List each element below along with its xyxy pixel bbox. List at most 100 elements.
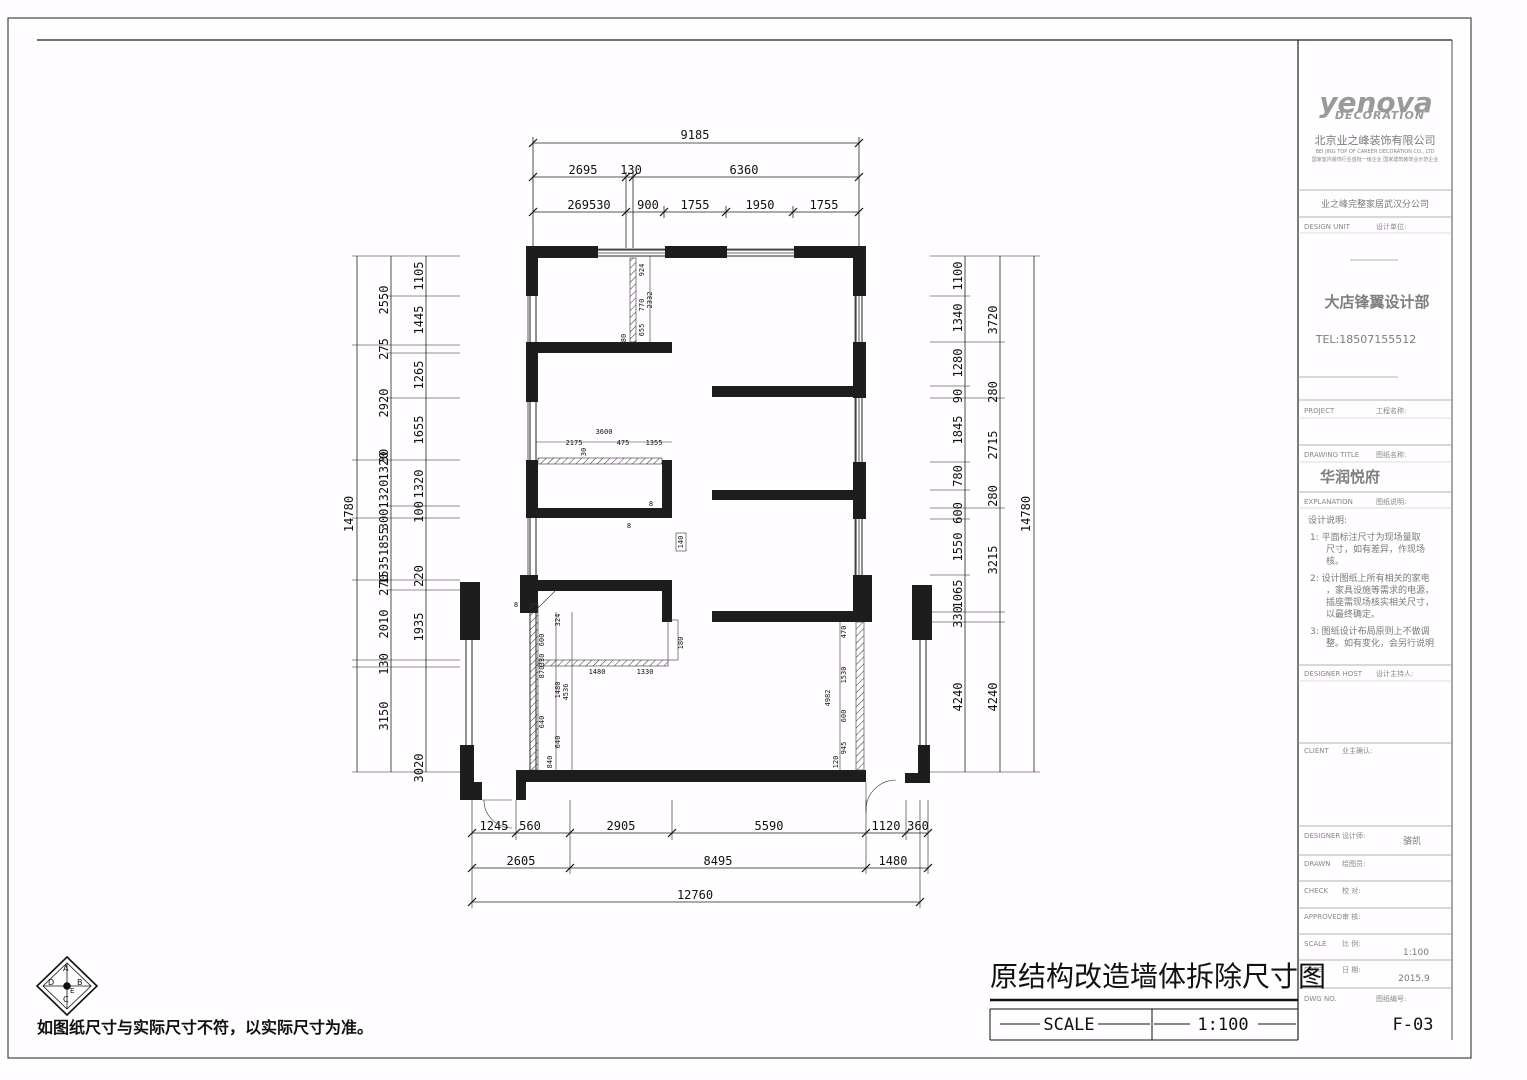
small-dim: 600 bbox=[538, 634, 546, 647]
compass-letter: C bbox=[63, 995, 69, 1004]
note-line: ，家具设施等需求的电源， bbox=[1326, 584, 1434, 596]
small-dim: 924 bbox=[638, 264, 646, 277]
dim-bottom-r2: 1480 bbox=[879, 854, 908, 868]
drawing-number: F-03 bbox=[1393, 1015, 1434, 1035]
note-line: 以最终确定。 bbox=[1326, 608, 1380, 620]
small-dim: 1355 bbox=[646, 439, 663, 447]
client-cn: 业主确认: bbox=[1342, 746, 1372, 755]
dim-right-inner: 1550 bbox=[951, 533, 965, 562]
small-dim: 30 bbox=[580, 448, 588, 456]
bottom-dimensions: 1245 560 2905 5590 1120 360 2605 8495 14… bbox=[480, 819, 929, 902]
dim-right-inner: 1845 bbox=[951, 416, 965, 445]
designer-name: 骆凯 bbox=[1403, 835, 1421, 847]
design-dept: 大店锋翼设计部 bbox=[1324, 293, 1429, 311]
client-label: CLIENT bbox=[1304, 747, 1330, 755]
company-name-en: BEI JING TOP OF CAREER DECORATION CO., L… bbox=[1315, 149, 1434, 155]
compass-letter: A bbox=[63, 964, 69, 973]
dim-right-inner: 1065 bbox=[951, 580, 965, 609]
check-cn: 校 对: bbox=[1342, 886, 1361, 895]
explanation-label: EXPLANATION bbox=[1304, 498, 1353, 506]
left-dimensions: 14780 2550 275 2920 1320 3001320 1535185… bbox=[342, 262, 426, 783]
small-dim: 180 bbox=[677, 637, 685, 650]
dim-left-inner: 220 bbox=[412, 565, 426, 587]
small-dim: 870 bbox=[538, 666, 546, 679]
note-line: 3: 图纸设计布局原则上不做调 bbox=[1310, 625, 1430, 637]
dim-right-inner: 90 bbox=[951, 389, 965, 403]
small-dim: 640 bbox=[538, 716, 546, 729]
designer-label: DESIGNER bbox=[1304, 832, 1340, 840]
dim-left-outer: 3150 bbox=[377, 702, 391, 731]
design-unit-cn: 设计单位: bbox=[1376, 222, 1406, 231]
dim-top-r2-c: 1755 bbox=[681, 198, 710, 212]
dim-right-total: 14780 bbox=[1019, 496, 1033, 532]
small-dim: 4536 bbox=[562, 684, 570, 701]
small-dim: 1330 bbox=[637, 668, 654, 676]
dim-bottom-r1: 1245 bbox=[480, 819, 509, 833]
dim-left-total: 14780 bbox=[342, 496, 356, 532]
dim-left-outer: 2920 bbox=[377, 389, 391, 418]
dim-top-r2-e: 1755 bbox=[810, 198, 839, 212]
dim-left-inner: 1655 bbox=[412, 416, 426, 445]
compass-letter: B bbox=[77, 978, 83, 987]
dim-right-outer: 3215 bbox=[986, 546, 1000, 575]
approved-cn: 审 核: bbox=[1342, 912, 1361, 921]
small-dim: 120 bbox=[832, 756, 840, 769]
dim-right-inner: 330 bbox=[951, 606, 965, 628]
dim-left-inner: 1445 bbox=[412, 306, 426, 335]
small-dim: 330 bbox=[538, 654, 546, 667]
drawing-no-cn: 图纸编号: bbox=[1376, 994, 1406, 1003]
dim-left-inner: 1320 bbox=[412, 470, 426, 499]
dim-left-inner: 1935 bbox=[412, 613, 426, 642]
small-dim: 80 bbox=[620, 334, 628, 342]
dim-left-outer: 130 bbox=[377, 653, 391, 675]
small-dim: 470 bbox=[840, 626, 848, 639]
small-dim: 8 bbox=[514, 601, 518, 609]
title-block: yenova DECORATION 北京业之峰装饰有限公司 BEI JING T… bbox=[1298, 86, 1452, 1035]
dim-right-inner: 1280 bbox=[951, 349, 965, 378]
compass-icon bbox=[35, 955, 99, 1017]
small-dim: 945 bbox=[840, 742, 848, 755]
dim-top-r2-a: 269530 bbox=[567, 198, 610, 212]
date-cn: 日 期: bbox=[1342, 966, 1361, 974]
dim-top-r2-d: 1950 bbox=[746, 198, 775, 212]
dim-right-outer: 280 bbox=[986, 485, 1000, 507]
dim-top-total: 9185 bbox=[681, 128, 710, 142]
dim-left-inner: 1105 bbox=[412, 262, 426, 291]
dim-bottom-total: 12760 bbox=[677, 888, 713, 902]
drawn-label: DRAWN bbox=[1304, 860, 1331, 868]
footer-scale-label: SCALE bbox=[1043, 1015, 1094, 1035]
dim-right-inner: 600 bbox=[951, 502, 965, 524]
scale-label: SCALE bbox=[1304, 940, 1326, 948]
note-line: 1: 平面标注尺寸为现场量取 bbox=[1310, 531, 1421, 543]
dim-left-inner: 30 bbox=[377, 449, 391, 463]
footer: 原结构改造墙体拆除尺寸图 SCALE 1:100 如图纸尺寸与实际尺寸不符，以实… bbox=[35, 955, 1326, 1041]
dim-left-inner: 1265 bbox=[412, 361, 426, 390]
small-dim: 600 bbox=[840, 710, 848, 723]
approved-label: APPROVED bbox=[1304, 913, 1342, 921]
drawing-title-label: DRAWING TITLE bbox=[1304, 451, 1359, 459]
notes-title: 设计说明: bbox=[1308, 514, 1347, 526]
dim-bottom-r1: 2905 bbox=[607, 819, 636, 833]
small-dim: 140 bbox=[677, 536, 685, 549]
dim-left-outer: 275 bbox=[377, 338, 391, 360]
dim-left-outer: 3001320 bbox=[377, 480, 391, 531]
dim-left-inner: 100 bbox=[412, 501, 426, 523]
small-dim: 1480 bbox=[589, 668, 606, 676]
dim-right-inner: 1100 bbox=[951, 262, 965, 291]
floor-plan bbox=[460, 246, 932, 829]
compass-letter: E bbox=[70, 987, 74, 995]
dim-left-outer: 2550 bbox=[377, 286, 391, 315]
note-line: 整。如有变化，会另行说明 bbox=[1326, 637, 1434, 649]
dim-right-outer: 280 bbox=[986, 381, 1000, 403]
note-line: 尺寸，如有差异，作现场 bbox=[1326, 543, 1425, 555]
designer-cn: 设计师: bbox=[1342, 831, 1365, 840]
small-dim: 655 bbox=[638, 324, 646, 337]
dim-right-outer: 2715 bbox=[986, 431, 1000, 460]
dim-bottom-r2: 2605 bbox=[507, 854, 536, 868]
small-dim: 770 bbox=[638, 299, 646, 312]
small-dim: 1530 bbox=[840, 667, 848, 684]
drawing-title-cn: 图纸名称: bbox=[1376, 450, 1406, 459]
dim-top-r2-b: 900 bbox=[637, 198, 659, 212]
dim-right-inner: 780 bbox=[951, 465, 965, 487]
